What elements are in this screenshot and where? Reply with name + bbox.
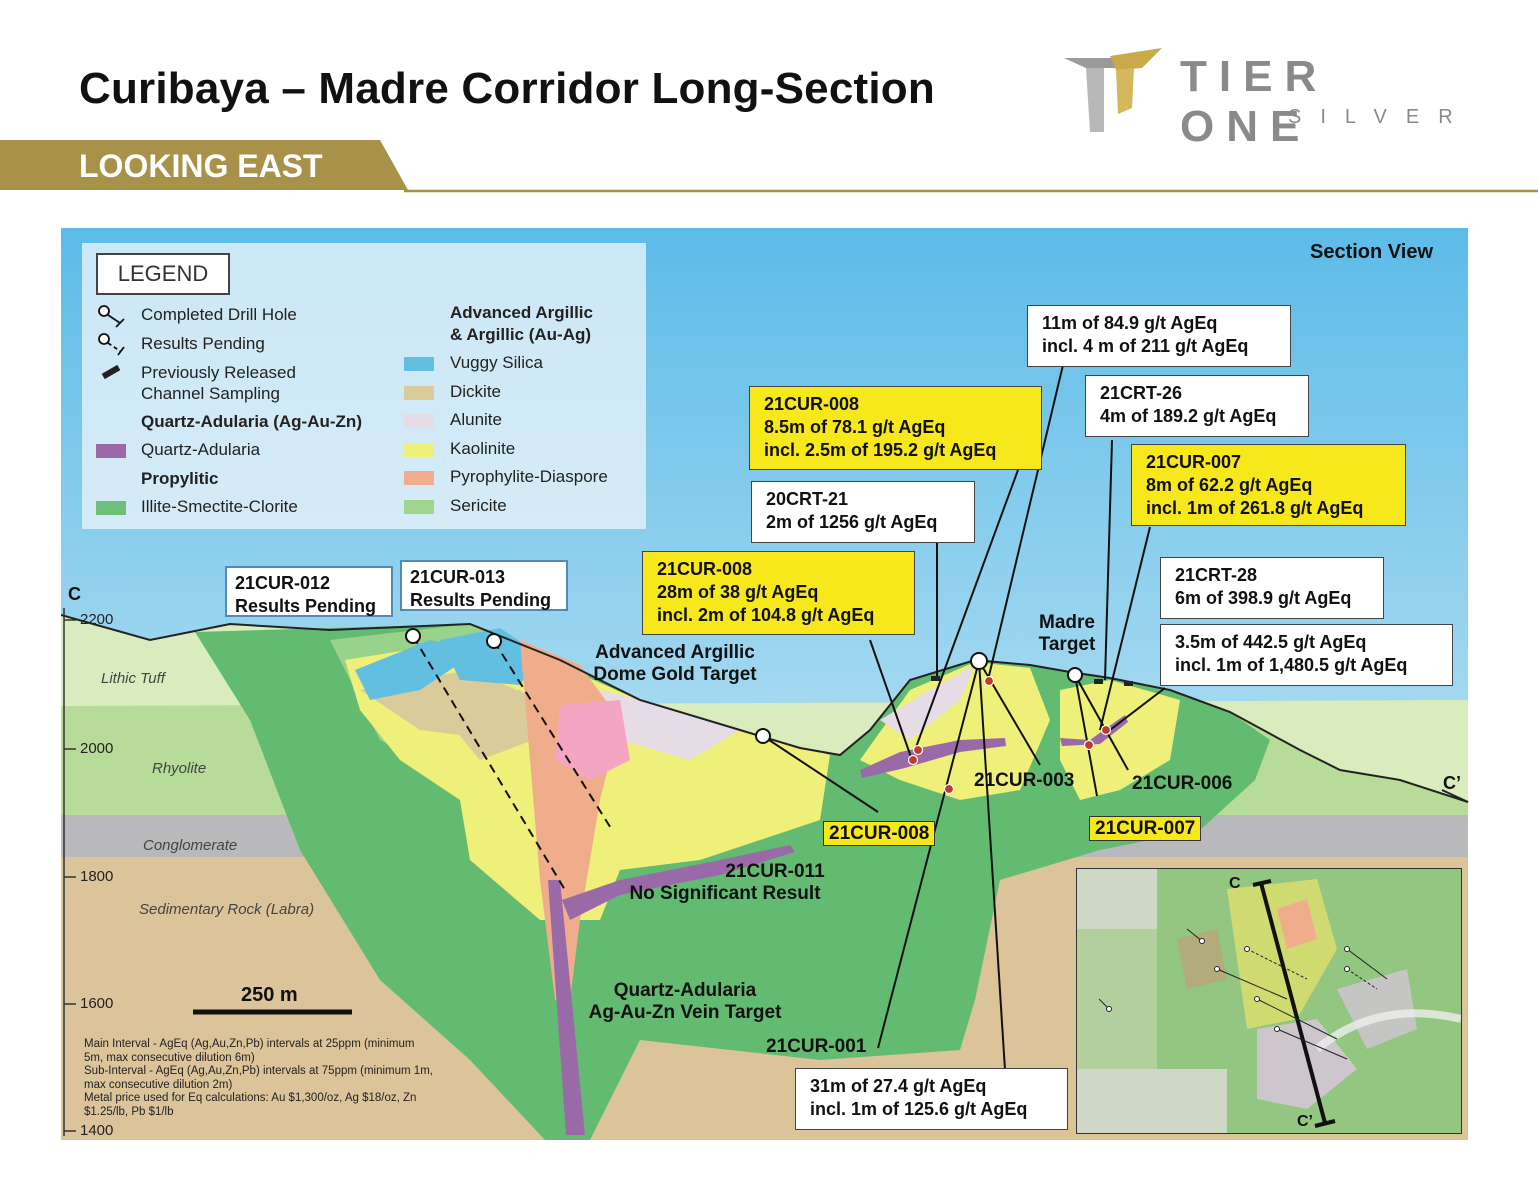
legend-illite: Illite-Smectite-Clorite	[141, 497, 298, 516]
legend-qa-heading: Quartz-Adularia (Ag-Au-Zn)	[141, 412, 362, 431]
legend-completed-drill-hole: Completed Drill Hole	[141, 305, 297, 324]
logo-subtitle: SILVER	[1288, 106, 1472, 128]
intercept-points	[907, 675, 1112, 795]
swatch-alunite	[404, 414, 434, 428]
scale-bar-label: 250 m	[241, 984, 298, 1006]
legend-channel-sampling: Previously Released	[141, 363, 296, 382]
label-21cur-001: 21CUR-001	[766, 1036, 867, 1057]
swatch-vuggy	[404, 357, 434, 371]
inset-end-label: C’	[1297, 1113, 1313, 1130]
channel-samples	[931, 676, 1133, 686]
section-view-label: Section View	[1310, 241, 1434, 263]
unit-conglomerate: Conglomerate	[143, 837, 238, 854]
legend-dickite: Dickite	[450, 382, 502, 401]
elevation-tick: 2000	[80, 740, 114, 757]
legend-title: LEGEND	[96, 253, 230, 295]
section-end-label: C’	[1443, 773, 1461, 793]
label-21cur-006: 21CUR-006	[1132, 773, 1233, 794]
unit-rhyolite: Rhyolite	[152, 760, 207, 777]
view-direction-banner: LOOKING EAST	[79, 148, 323, 184]
legend-aa-heading: Advanced Argillic	[450, 303, 593, 322]
swatch-illite	[96, 501, 126, 515]
unit-lithic-tuff: Lithic Tuff	[101, 670, 165, 687]
legend-kaolinite: Kaolinite	[450, 439, 516, 458]
legend-panel: LEGEND Completed Drill Hole Results Pend…	[82, 243, 646, 529]
elevation-tick: 1400	[80, 1122, 114, 1139]
logo-wordmark: TIER ONE	[1180, 52, 1329, 151]
inset-map: C C’	[1076, 868, 1462, 1134]
inset-start-label: C	[1229, 875, 1241, 892]
legend-propylitic-heading: Propylitic	[141, 469, 219, 488]
tier-one-logo-icon	[1064, 48, 1162, 132]
legend-channel-sampling-2: Channel Sampling	[141, 384, 280, 403]
banner-graphic	[0, 140, 1538, 193]
legend-aa-heading-2: & Argillic (Au-Ag)	[450, 325, 592, 344]
legend-vuggy: Vuggy Silica	[450, 353, 543, 372]
elevation-tick: 2200	[80, 611, 114, 628]
swatch-quartz-adularia	[96, 444, 126, 458]
company-logo: TIER ONE SILVER	[1060, 46, 1480, 151]
legend-results-pending: Results Pending	[141, 334, 265, 353]
legend-sericite: Sericite	[450, 496, 507, 515]
unit-sedimentary: Sedimentary Rock (Labra)	[139, 901, 315, 918]
legend-quartz-adularia: Quartz-Adularia	[141, 440, 261, 459]
inset-map-graphic	[1077, 869, 1461, 1133]
methodology-notes: Main Interval - AgEq (Ag,Au,Zn,Pb) inter…	[84, 1038, 433, 1118]
legend-alunite: Alunite	[450, 410, 502, 429]
drill-collars	[405, 628, 1083, 744]
label-21cur-007: 21CUR-007	[1089, 816, 1202, 841]
page-title: Curibaya – Madre Corridor Long-Section	[79, 64, 935, 113]
elevation-tick: 1600	[80, 995, 114, 1012]
swatch-dickite	[404, 386, 434, 400]
quartz-adularia-vein	[548, 880, 585, 1135]
legend-pyrophylite: Pyrophylite-Diaspore	[450, 467, 608, 486]
swatch-kaolinite	[404, 443, 434, 457]
drill-hole-traces	[412, 364, 1166, 1071]
topography-line	[61, 614, 1468, 803]
swatch-sericite	[404, 500, 434, 514]
label-21cur-008: 21CUR-008	[823, 821, 936, 846]
drill-hole-symbols	[98, 305, 125, 380]
section-start-label: C	[68, 584, 81, 604]
label-21cur-003: 21CUR-003	[974, 770, 1075, 791]
elevation-tick: 1800	[80, 868, 114, 885]
swatch-pyrophylite	[404, 471, 434, 485]
